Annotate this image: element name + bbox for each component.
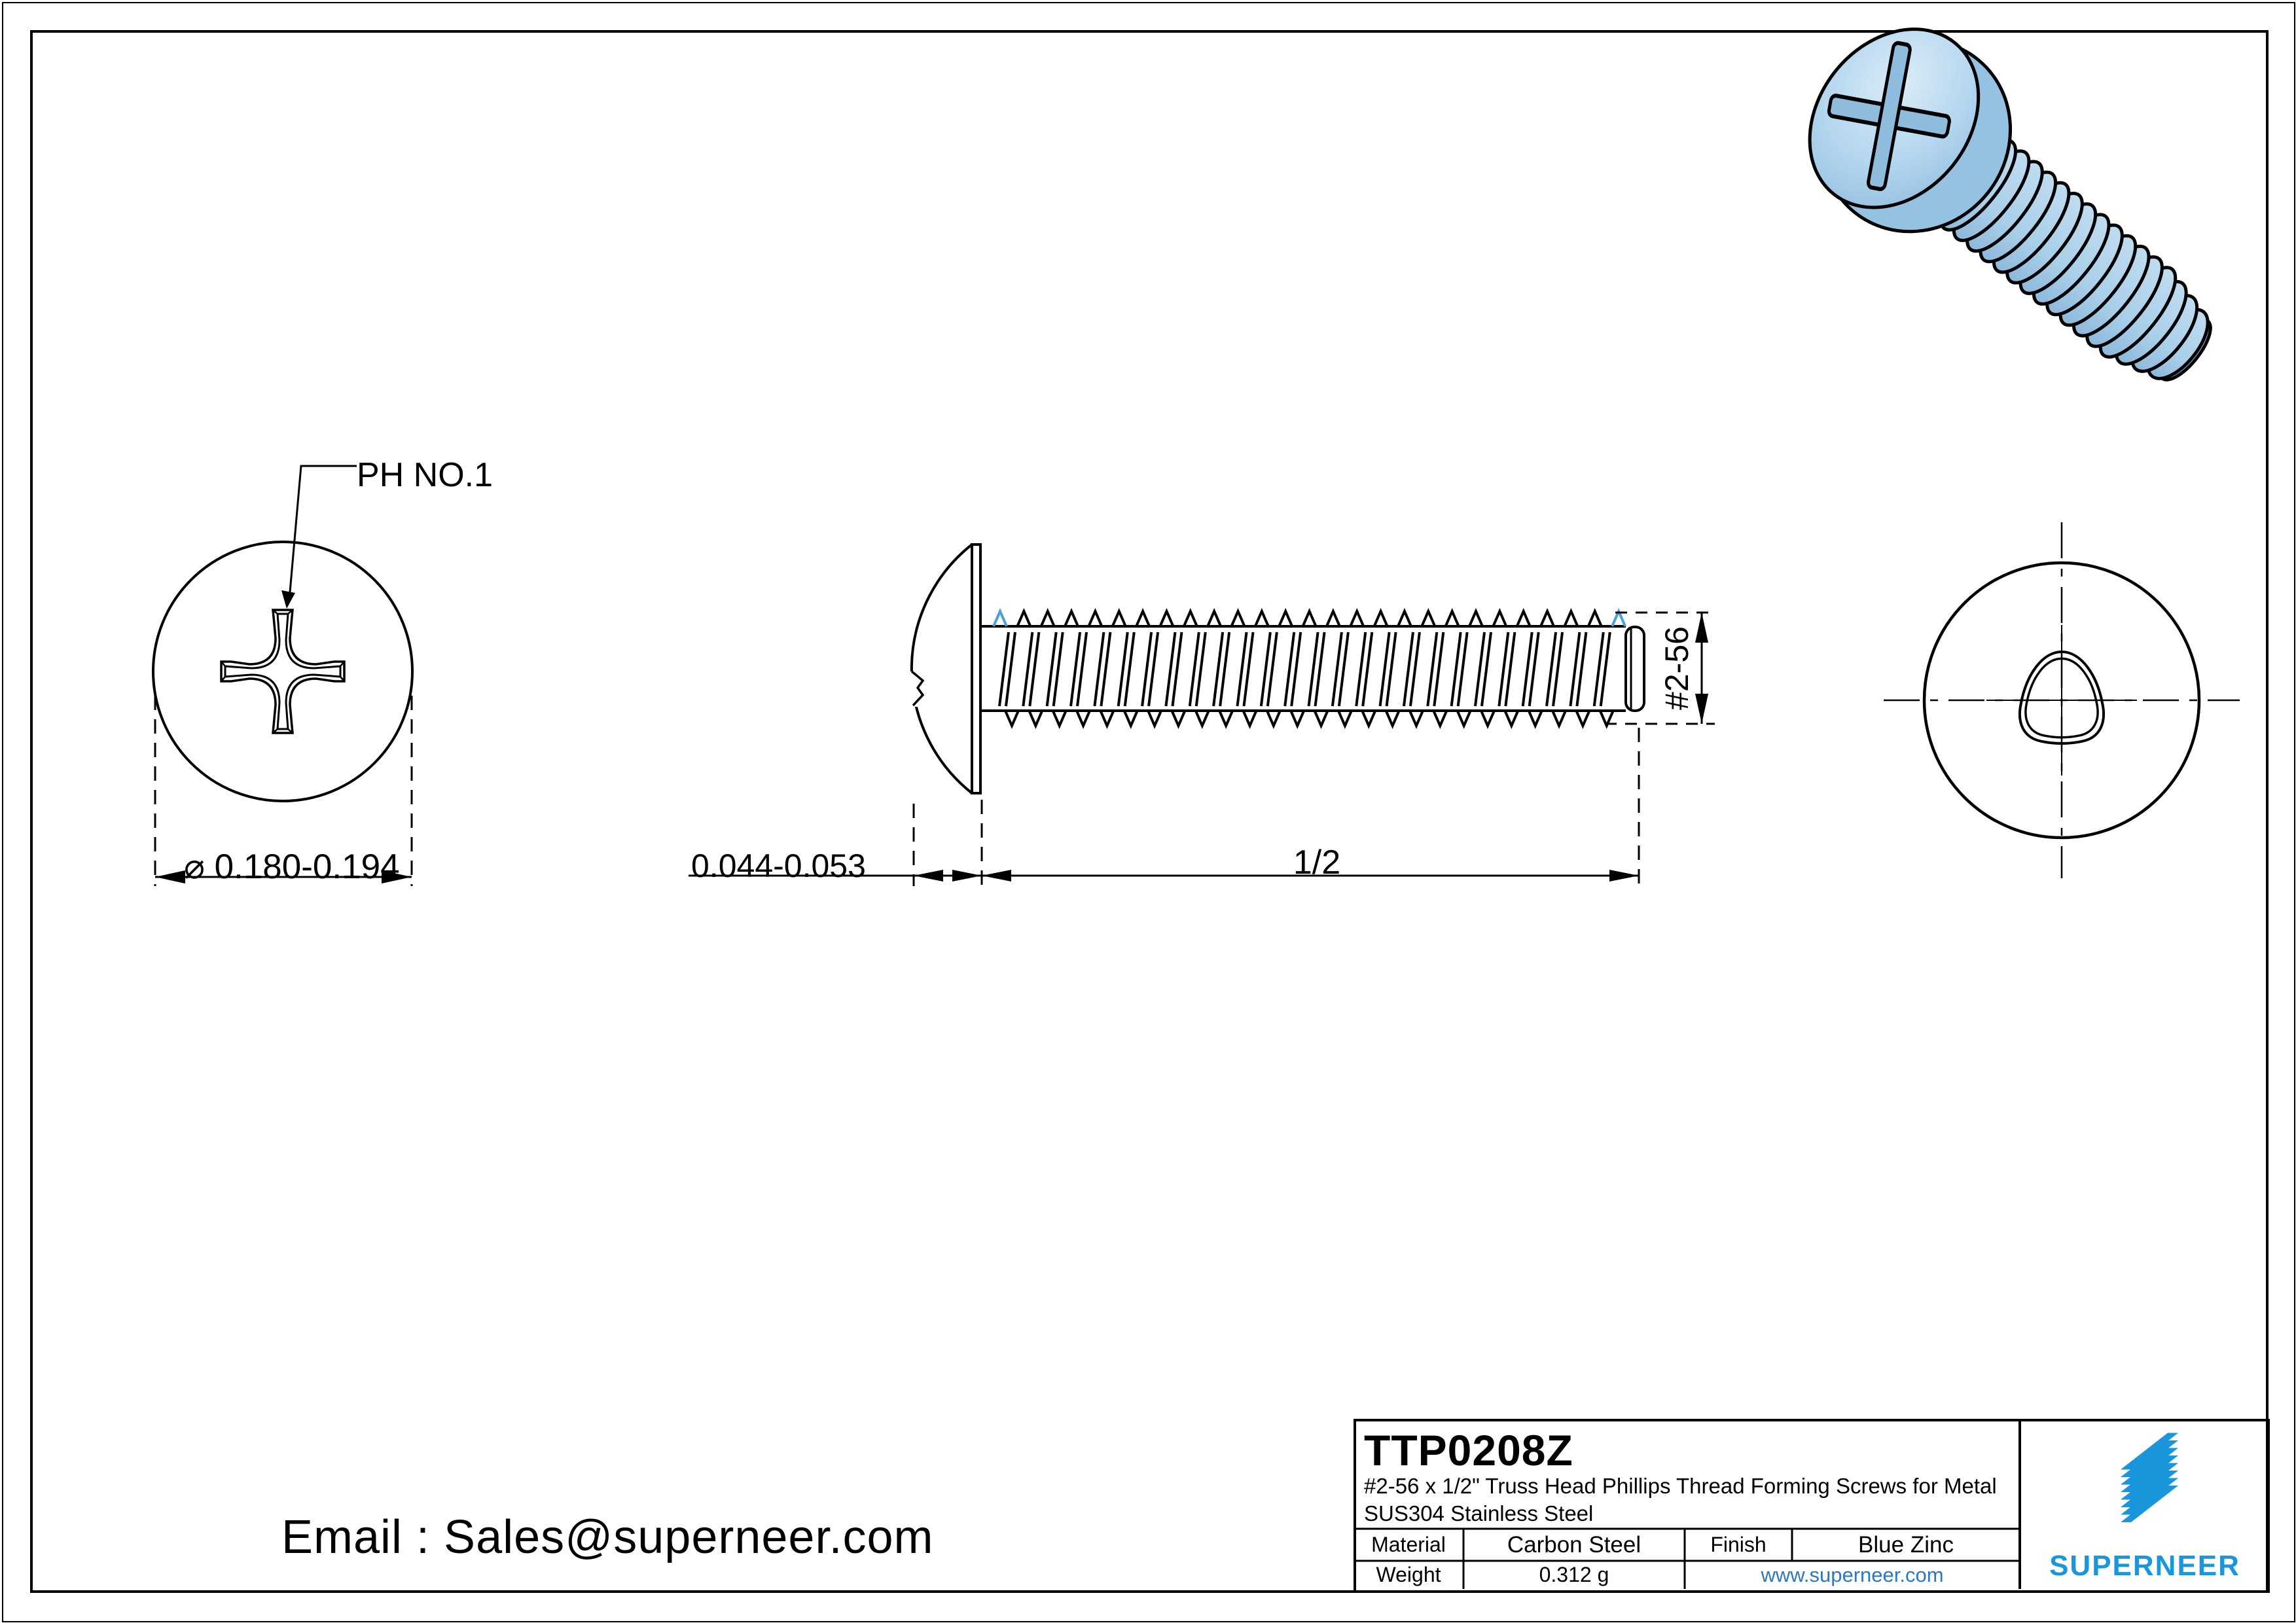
- phillips-recess-outer: [220, 609, 346, 734]
- tip-end-cap: [1624, 626, 1645, 712]
- part-number: TTP0208Z: [1364, 1426, 1573, 1474]
- thread-size-dimension: #2-56: [1659, 626, 1695, 710]
- website-cell: www.superneer.com: [1685, 1561, 2020, 1589]
- weight-label: Weight: [1376, 1563, 1441, 1586]
- thread-arrow-up: [1695, 613, 1708, 643]
- thread-extension-lines: [1605, 611, 1715, 725]
- diameter-extension-lines: [154, 696, 413, 886]
- head-recess-profile: [910, 670, 925, 707]
- head-dome-arc: [910, 543, 973, 794]
- recess-leader: [288, 465, 357, 600]
- front-view: [152, 465, 414, 886]
- material-label: Material: [1371, 1533, 1446, 1556]
- length-dimension: 1/2: [1293, 844, 1341, 882]
- end-head-outline: [1922, 561, 2201, 840]
- part-description-line2: SUS304 Stainless Steel: [1364, 1501, 1594, 1525]
- screw-3d-render: [1808, 27, 2212, 382]
- head-face-lines: [971, 543, 982, 794]
- title-block: [1354, 1419, 2270, 1593]
- finish-value: Blue Zinc: [1858, 1531, 1954, 1558]
- leader-arrowhead: [281, 590, 295, 609]
- thread-profile: [992, 607, 1626, 730]
- head-diameter-dimension: ⌀ 0.180-0.194: [184, 847, 400, 886]
- titleblock-grid: [1354, 1420, 2021, 1589]
- trilobe-crosshair: [1986, 625, 2137, 776]
- side-view: [689, 543, 1715, 886]
- brand-name: SUPERNEER: [2049, 1550, 2240, 1582]
- end-view: [1884, 522, 2240, 878]
- head-height-dimension: 0.044-0.053: [691, 847, 866, 884]
- length-extension-lines: [912, 728, 1640, 886]
- head-outline: [152, 541, 414, 802]
- dim-arrow-left: [155, 870, 185, 883]
- material-value: Carbon Steel: [1507, 1531, 1641, 1558]
- inner-frame: [30, 30, 2269, 1593]
- weight-value: 0.312 g: [1539, 1563, 1609, 1586]
- dim-arrow-right: [382, 870, 412, 883]
- brand-logo-stripes: [2121, 1433, 2178, 1522]
- screw-3d-phillips: [1827, 41, 1951, 191]
- recess-type-label: PH NO.1: [357, 456, 493, 494]
- finish-label: Finish: [1710, 1533, 1767, 1556]
- phillips-tip-lines: [221, 609, 345, 734]
- part-description-line1: #2-56 x 1/2" Truss Head Phillips Thread …: [1364, 1474, 1997, 1498]
- thread-arrow-down: [1695, 694, 1708, 724]
- website-link[interactable]: www.superneer.com: [1761, 1563, 1944, 1586]
- phillips-recess-inner: [224, 613, 342, 730]
- sales-email: Email : Sales@superneer.com: [281, 1511, 934, 1563]
